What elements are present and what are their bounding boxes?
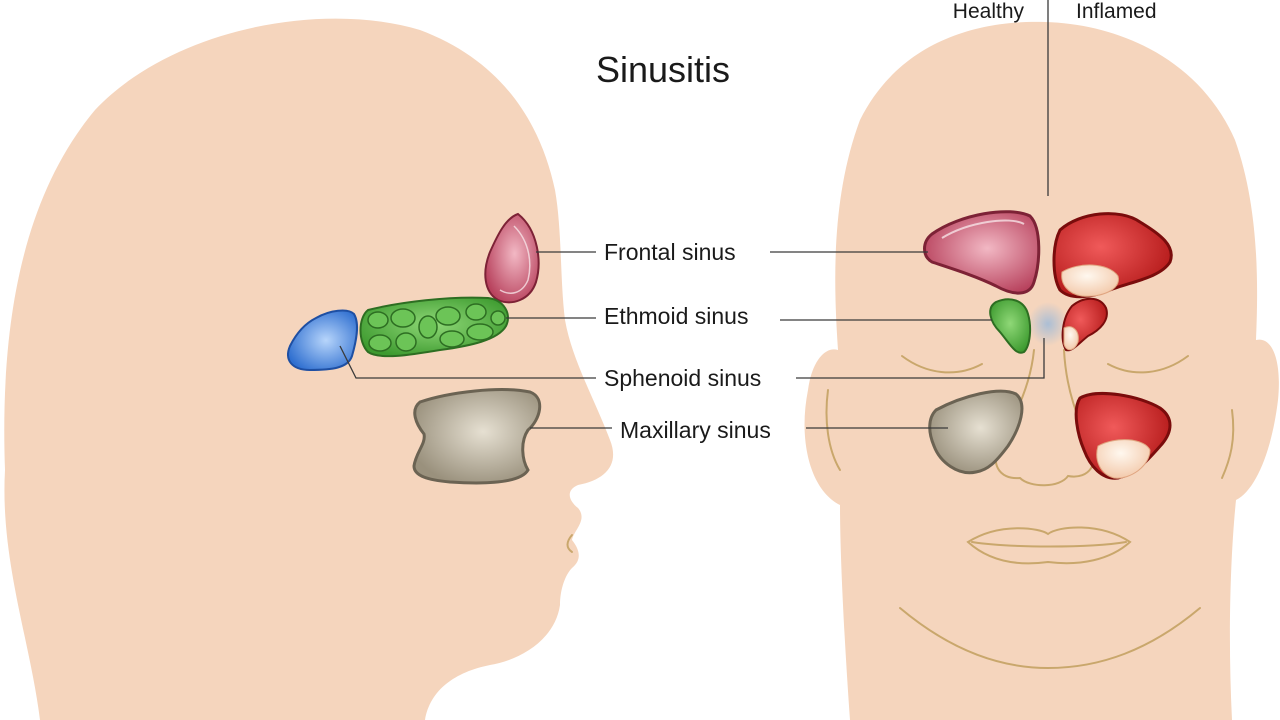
inflamed-label: Inflamed: [1076, 0, 1157, 23]
frontal-sinus-label: Frontal sinus: [604, 239, 736, 265]
front-right-eye-line: [1107, 355, 1189, 374]
front-sphenoid-sinus: [1028, 302, 1068, 346]
maxillary-sinus-label: Maxillary sinus: [620, 417, 771, 443]
front-healthy-ethmoid-sinus: [989, 298, 1032, 354]
sphenoid-sinus-label: Sphenoid sinus: [604, 365, 761, 391]
front-inflamed-maxillary-sinus: [1074, 391, 1172, 480]
profile-mouth-line: [566, 534, 573, 553]
front-healthy-frontal-sinus: [923, 210, 1041, 295]
profile-frontal-sinus: [484, 212, 540, 304]
profile-maxillary-sinus: [412, 388, 542, 485]
profile-sphenoid-sinus: [287, 309, 359, 372]
front-left-eye-line: [901, 355, 983, 374]
leader-lines: [339, 0, 1049, 429]
leader-sphenoid-right: [796, 338, 1045, 379]
ethmoid-sinus-label: Ethmoid sinus: [604, 303, 748, 329]
front-lip-split: [971, 541, 1127, 548]
front-left-cheek-line: [825, 389, 841, 471]
front-mouth-line: [966, 526, 1132, 565]
healthy-label: Healthy: [953, 0, 1025, 23]
front-head: [804, 21, 1279, 720]
diagram-title: Sinusitis: [596, 49, 730, 90]
front-healthy-maxillary-sinus: [928, 389, 1024, 475]
front-head-silhouette: [804, 21, 1279, 720]
profile-ethmoid-sinus: [359, 296, 509, 358]
front-inflamed-frontal-sinus: [1052, 212, 1173, 299]
leader-sphenoid-left: [339, 345, 596, 379]
front-right-cheek-line: [1221, 409, 1235, 479]
front-jaw-line: [899, 607, 1201, 670]
front-inflamed-ethmoid-sinus: [1061, 297, 1108, 352]
